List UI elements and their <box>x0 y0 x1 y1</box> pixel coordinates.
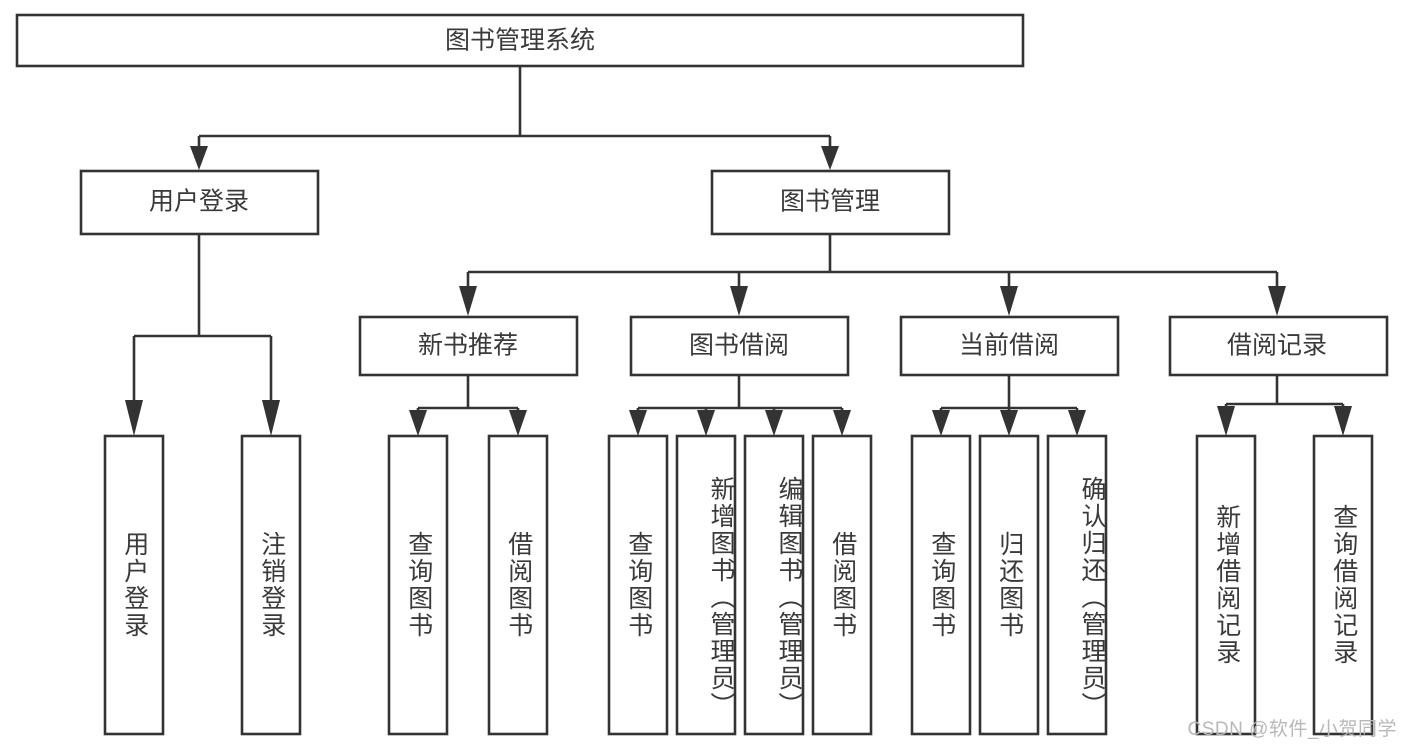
node-new-book[interactable]: 新书推荐 <box>358 315 579 377</box>
leaf-box-book-borrow-2[interactable] <box>675 434 737 736</box>
node-new-book-label: 新书推荐 <box>418 332 518 360</box>
node-user-login-label: 用户登录 <box>149 188 249 216</box>
leaf-boxes-current-borrow <box>910 434 1108 736</box>
arrow-root-to-user-login-icon <box>190 146 208 170</box>
node-current-borrow-box[interactable] <box>899 315 1120 377</box>
connector-group-new-book <box>409 375 527 436</box>
leaf-box-current-borrow-3[interactable] <box>1046 434 1108 736</box>
arrow-user-login-leaf-2-icon <box>262 400 280 436</box>
leaf-box-user-login-1[interactable] <box>103 434 165 736</box>
arrow-current-borrow-leaf-3-icon <box>1068 410 1086 436</box>
leaf-box-current-borrow-2[interactable] <box>978 434 1040 736</box>
node-borrow-record-box[interactable] <box>1168 315 1389 377</box>
arrow-user-login-leaf-1-icon <box>125 400 143 436</box>
leaf-box-book-borrow-3[interactable] <box>743 434 805 736</box>
connector-group-borrow-record <box>1217 375 1352 436</box>
node-borrow-record-label: 借阅记录 <box>1227 332 1327 360</box>
arrow-book-borrow-leaf-2-icon <box>697 410 715 436</box>
node-book-borrow[interactable]: 图书借阅 <box>629 315 850 377</box>
csdn-watermark: CSDN @软件_小贺同学 <box>1187 719 1397 740</box>
arrow-current-borrow-leaf-2-icon <box>1000 410 1018 436</box>
connector-group-root <box>190 66 839 170</box>
connector-group-user-login <box>125 234 280 436</box>
node-user-login[interactable]: 用户登录 <box>79 169 320 236</box>
node-book-borrow-label: 图书借阅 <box>689 332 789 360</box>
node-root-label: 图书管理系统 <box>445 27 595 55</box>
leaf-box-book-borrow-1[interactable] <box>607 434 669 736</box>
arrow-book-borrow-leaf-4-icon <box>833 410 851 436</box>
leaf-box-user-login-2[interactable] <box>240 434 302 736</box>
arrow-borrow-record-leaf-1-icon <box>1217 406 1235 436</box>
arrow-book-borrow-leaf-1-icon <box>629 410 647 436</box>
connector-group-current-borrow <box>932 375 1086 436</box>
node-root[interactable]: 图书管理系统 <box>15 13 1025 68</box>
arrow-book-mgmt-to-new-book-icon <box>459 286 477 316</box>
leaf-boxes-user-login <box>103 434 302 736</box>
leaf-boxes-book-borrow <box>607 434 873 736</box>
node-book-mgmt[interactable]: 图书管理 <box>710 169 951 236</box>
node-new-book-box[interactable] <box>358 315 579 377</box>
arrow-book-borrow-leaf-3-icon <box>765 410 783 436</box>
arrow-book-mgmt-to-book-borrow-icon <box>730 286 748 316</box>
arrow-new-book-leaf-2-icon <box>509 410 527 436</box>
node-current-borrow[interactable]: 当前借阅 <box>899 315 1120 377</box>
node-root-box[interactable] <box>15 13 1025 68</box>
leaf-box-borrow-record-2[interactable] <box>1312 434 1374 736</box>
arrow-book-mgmt-to-current-borrow-icon <box>1000 286 1018 316</box>
leaf-box-new-book-1[interactable] <box>387 434 449 736</box>
arrow-root-to-book-mgmt-icon <box>821 146 839 170</box>
leaf-boxes-new-book <box>387 434 549 736</box>
arrow-book-mgmt-to-borrow-record-icon <box>1268 286 1286 316</box>
arrow-borrow-record-leaf-2-icon <box>1334 406 1352 436</box>
node-book-borrow-box[interactable] <box>629 315 850 377</box>
connector-group-book-borrow <box>629 375 851 436</box>
connector-group-book-mgmt <box>459 234 1286 316</box>
leaf-box-book-borrow-4[interactable] <box>811 434 873 736</box>
arrow-current-borrow-leaf-1-icon <box>932 410 950 436</box>
leaf-box-current-borrow-1[interactable] <box>910 434 972 736</box>
node-book-mgmt-box[interactable] <box>710 169 951 236</box>
leaf-box-new-book-2[interactable] <box>487 434 549 736</box>
node-user-login-box[interactable] <box>79 169 320 236</box>
node-borrow-record[interactable]: 借阅记录 <box>1168 315 1389 377</box>
leaf-box-borrow-record-1[interactable] <box>1195 434 1257 736</box>
leaf-boxes-borrow-record <box>1195 434 1374 736</box>
node-book-mgmt-label: 图书管理 <box>780 188 880 216</box>
arrow-new-book-leaf-1-icon <box>409 410 427 436</box>
node-current-borrow-label: 当前借阅 <box>959 332 1059 360</box>
